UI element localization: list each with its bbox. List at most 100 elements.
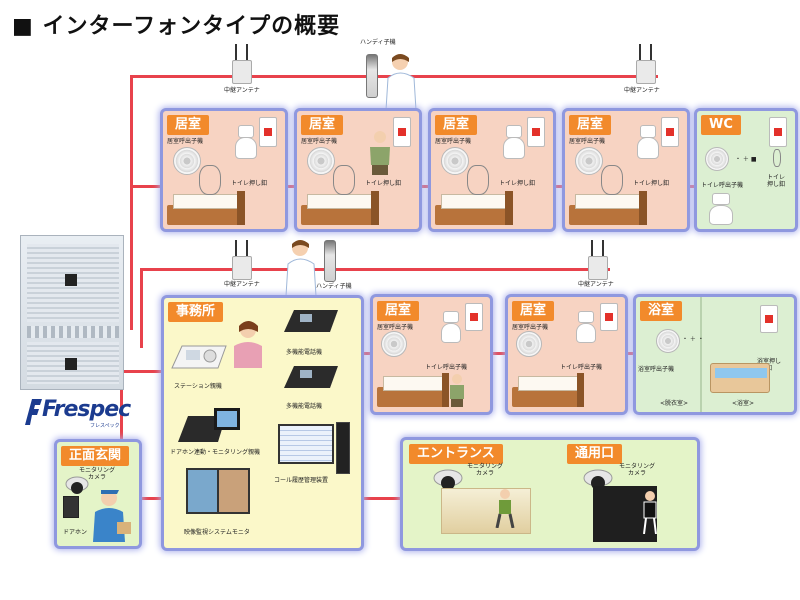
toilet-icon	[233, 125, 259, 159]
bed-icon	[301, 191, 379, 225]
brand-logo-text: Frespec	[42, 397, 131, 422]
call-button-icon	[393, 117, 411, 147]
multi-phone-icon	[284, 366, 338, 388]
toilet-call-label: トイレ呼出子機	[701, 182, 744, 189]
room-tag: WC	[701, 115, 741, 135]
cord-icon	[333, 165, 355, 195]
room-tag: 浴室	[640, 301, 683, 321]
relay-antenna-label: 中継アンテナ	[578, 281, 614, 288]
main-controller-unit	[20, 235, 124, 390]
toilet-button-label: トイレ押し釦	[499, 180, 536, 187]
cord-icon	[601, 165, 623, 195]
bathroom-label: <浴室>	[732, 400, 755, 407]
nurse-icon	[385, 54, 417, 110]
room-call-label: 居室呼出子機	[167, 138, 204, 145]
room-tag: 居室	[377, 301, 420, 321]
room-call-label: 居室呼出子機	[512, 324, 549, 331]
room-top-2: 居室 居室呼出子機 トイレ押し釦	[297, 111, 419, 229]
relay-antenna-icon	[232, 44, 252, 84]
toilet-icon	[439, 311, 463, 343]
monitoring-camera-label: モニタリングカメラ	[79, 467, 116, 481]
call-button-icon	[259, 117, 277, 147]
call-button-icon	[760, 305, 778, 333]
call-button-icon	[600, 303, 618, 331]
page-title: ■ インターフォンタイプの概要	[12, 14, 341, 39]
call-button-icon	[769, 117, 787, 147]
delivery-man-icon	[93, 490, 131, 542]
doorphone-icon	[63, 496, 79, 518]
bed-icon	[569, 191, 647, 225]
room-bottom-1: 居室 居室呼出子機 トイレ呼出子機	[373, 297, 490, 412]
room-wc: WC ・ ＋ ■ トイレ呼出子機 トイレ押し釦	[697, 111, 795, 229]
toilet-button-label: トイレ押し釦	[633, 180, 670, 187]
room-call-label: 居室呼出子機	[569, 138, 606, 145]
video-monitor	[186, 468, 250, 514]
relay-antenna-icon	[636, 44, 656, 84]
elderly-man-icon	[370, 131, 390, 175]
bed-icon	[377, 373, 449, 407]
handy-label: ハンディ子機	[316, 283, 352, 290]
wire-link-6	[626, 352, 636, 355]
room-tag: 居室	[435, 115, 478, 135]
wc-dots: ・ ＋ ■	[735, 156, 757, 163]
wire-link-1	[286, 185, 298, 188]
toilet-call-label: トイレ呼出子機	[425, 364, 468, 371]
elderly-man-icon	[450, 374, 464, 407]
wire-office-entrance	[360, 497, 404, 500]
room-call-label: 居室呼出子機	[435, 138, 472, 145]
service-tag: 通用口	[567, 444, 623, 464]
relay-antenna-icon	[232, 240, 252, 280]
call-history-label: コール履歴管理装置	[274, 477, 329, 484]
station-label: ステーション親機	[174, 383, 222, 390]
speaker-icon	[173, 147, 201, 175]
toilet-icon	[501, 125, 527, 159]
nurse-icon	[285, 240, 317, 296]
toilet-button-label: トイレ押し釦	[766, 174, 785, 188]
bath-dots: ・ ＋ ・	[682, 336, 704, 343]
room-bath: 浴室 ・ ＋ ・ 浴室呼出子機 浴室押し釦 <脱衣室> <浴室>	[636, 297, 794, 412]
video-monitor-label: 映像監視システムモニタ	[184, 529, 250, 536]
call-button-icon	[527, 117, 545, 147]
monitoring-camera-label: モニタリングカメラ	[618, 463, 655, 477]
room-tag: 居室	[512, 301, 555, 321]
wire-mid-vertical	[140, 268, 143, 348]
speaker-icon	[307, 147, 335, 175]
speaker-icon	[705, 147, 729, 171]
room-top-3: 居室 居室呼出子機 トイレ押し釦	[431, 111, 553, 229]
bath-call-label: 浴室呼出子機	[638, 366, 675, 373]
speaker-icon	[441, 147, 469, 175]
toilet-icon	[635, 125, 661, 159]
cord-icon	[199, 165, 221, 195]
cord-icon	[773, 149, 781, 167]
multi-phone-label: 多機能電話機	[286, 403, 323, 410]
monitoring-camera-label: モニタリングカメラ	[466, 463, 503, 477]
speaker-icon	[575, 147, 603, 175]
room-tag: 居室	[301, 115, 344, 135]
room-call-label: 居室呼出子機	[377, 324, 414, 331]
toilet-icon	[574, 311, 598, 343]
room-tag: 居室	[167, 115, 210, 135]
bathtub-icon	[710, 363, 770, 393]
office-room: 事務所 ステーション親機 多機能電話機 多機能電話機 ドアホン連動・モニタリング…	[164, 298, 361, 548]
station-unit-icon	[171, 345, 227, 369]
office-staff-icon	[234, 321, 262, 368]
camera-icon	[65, 476, 89, 494]
entrance-scene	[441, 488, 531, 534]
multi-phone-icon	[284, 310, 338, 332]
walking-person-icon	[495, 489, 515, 528]
room-call-label: 居室呼出子機	[301, 138, 338, 145]
bed-icon	[167, 191, 245, 225]
frespec-logo: Frespec フレスペック	[22, 393, 131, 431]
entrance-tag: エントランス	[409, 444, 503, 464]
call-button-icon	[661, 117, 679, 147]
speaker-icon	[516, 331, 542, 357]
pc-tower	[336, 422, 350, 474]
relay-antenna-label: 中継アンテナ	[624, 87, 660, 94]
handy-label: ハンディ子機	[360, 39, 396, 46]
call-history-monitor	[278, 424, 334, 464]
speaker-icon	[381, 331, 407, 357]
room-bottom-2: 居室 居室呼出子機 トイレ呼出子機	[508, 297, 625, 412]
toilet-button-label: トイレ押し釦	[231, 180, 268, 187]
speaker-icon	[656, 329, 680, 353]
front-entrance: 正面玄関 モニタリングカメラ ドアホン	[57, 442, 139, 546]
